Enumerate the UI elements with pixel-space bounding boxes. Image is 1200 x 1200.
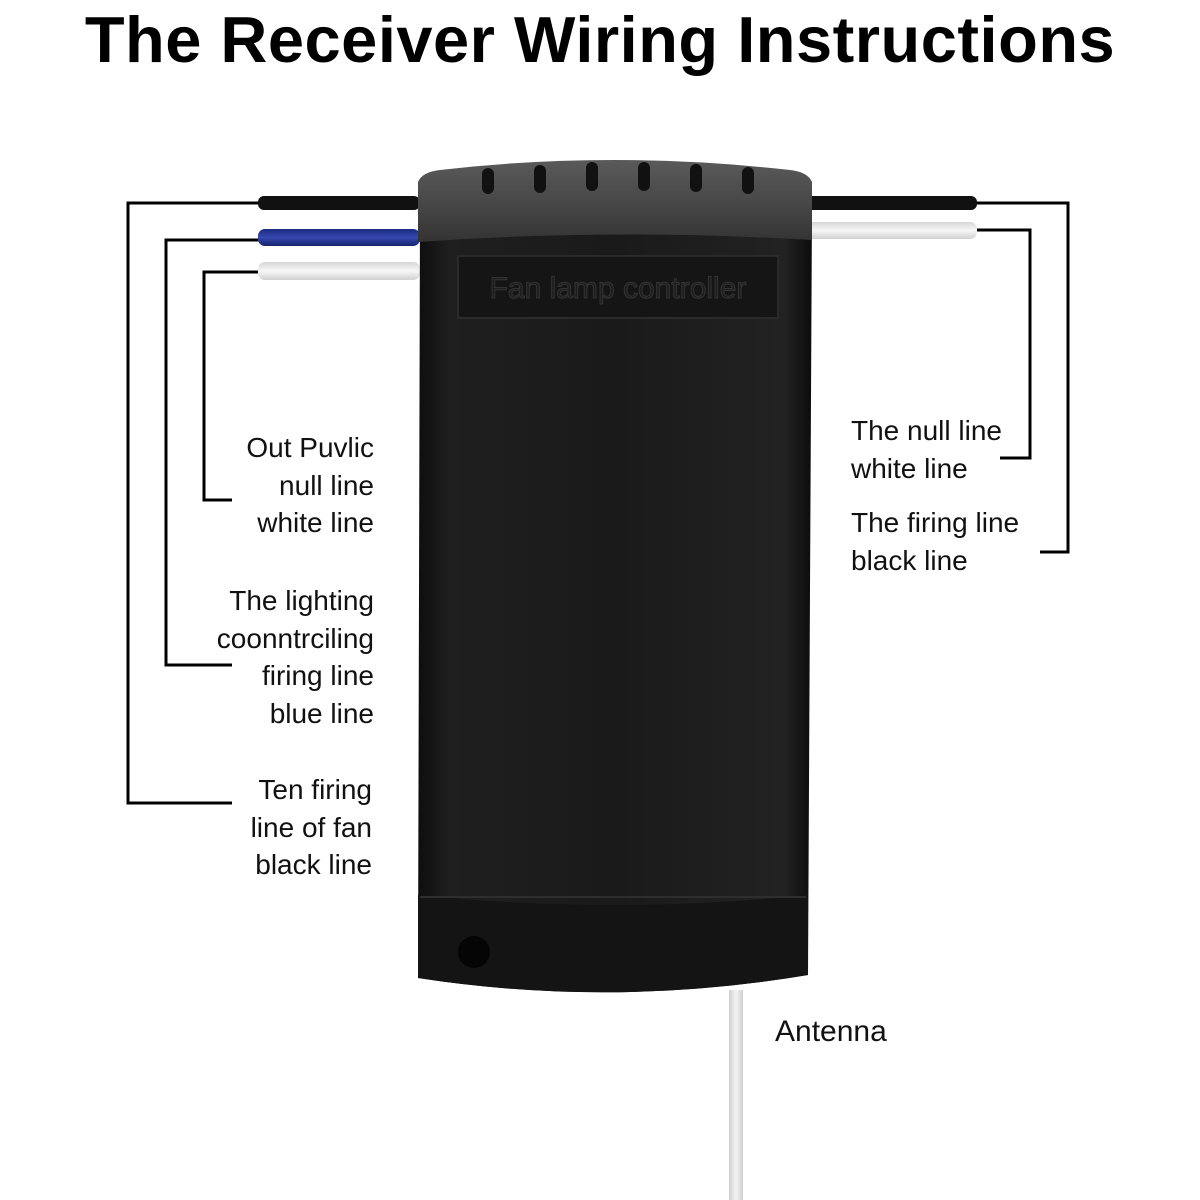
white-wire-right xyxy=(805,222,977,239)
device-top-cap xyxy=(418,160,812,242)
label-out-public: Out Puvlic null line white line xyxy=(246,432,374,538)
device-body xyxy=(418,205,812,993)
wires-left xyxy=(258,196,420,280)
black-wire-right xyxy=(805,196,977,210)
leader-lines-left xyxy=(126,201,262,805)
leader-line-firing-line xyxy=(975,201,1070,554)
leader-line-fan-firing xyxy=(126,201,262,805)
device-label-panel xyxy=(457,255,779,319)
label-lighting: The lighting coonntrciling firing line b… xyxy=(216,585,374,729)
receiver-device: Fan lamp controller xyxy=(418,160,812,993)
label-fan-firing: Ten firing line of fan black line xyxy=(250,774,372,880)
device-printed-label: Fan lamp controller xyxy=(490,272,747,305)
leader-lines-right xyxy=(975,201,1070,554)
vent-slots xyxy=(482,162,754,194)
label-firing-line: The firing line black line xyxy=(851,507,1020,576)
wires-right xyxy=(805,196,977,239)
leader-line-null-line xyxy=(975,228,1032,460)
leader-line-lighting xyxy=(164,238,262,667)
page-title: The Receiver Wiring Instructions xyxy=(84,3,1116,76)
mounting-hole xyxy=(458,936,490,968)
white-wire-left xyxy=(258,262,420,280)
black-wire-left xyxy=(258,196,420,210)
blue-wire-left xyxy=(258,229,420,246)
antenna-wire xyxy=(729,990,743,1200)
label-null-line: The null line white line xyxy=(851,415,1002,484)
device-bottom-cap xyxy=(418,895,808,993)
leader-line-out-public xyxy=(202,270,262,502)
label-antenna: Antenna xyxy=(775,1015,887,1048)
